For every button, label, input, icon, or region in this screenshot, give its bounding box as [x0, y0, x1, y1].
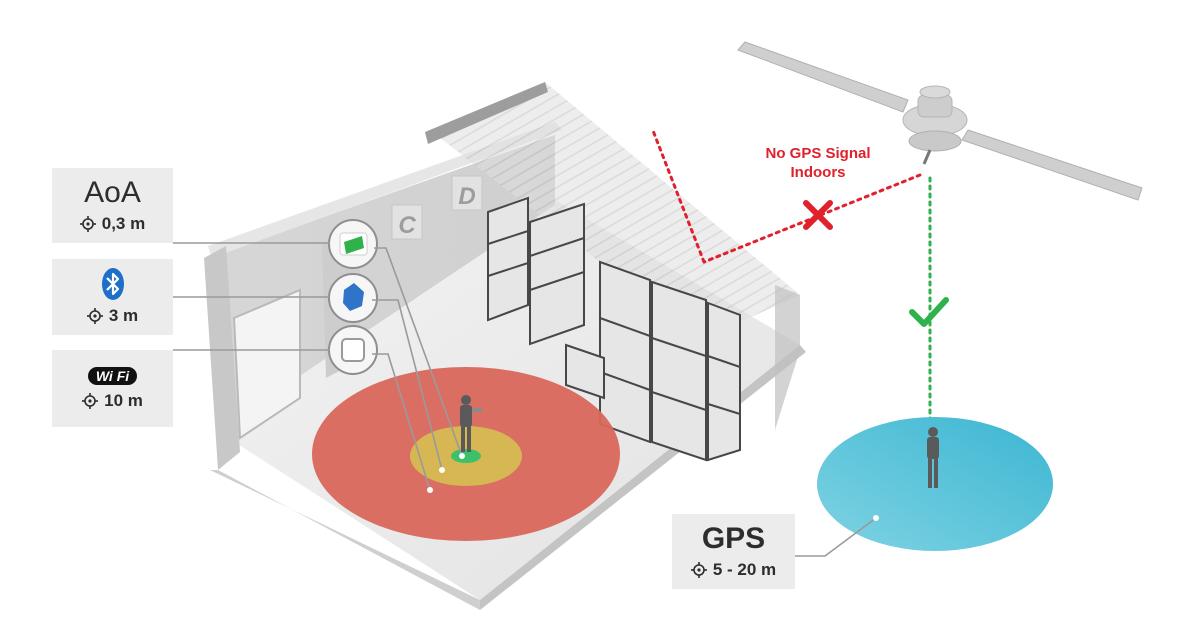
target-crosshair-icon [79, 215, 96, 232]
solar-panel-left [737, 41, 909, 113]
accuracy-value: 0,3 m [101, 213, 146, 233]
gps-satellite [737, 41, 1143, 201]
solar-panel-right [961, 129, 1143, 201]
door-opening [232, 288, 301, 440]
wall-letter-c: C [398, 212, 416, 239]
storage-racks [487, 196, 741, 462]
accuracy-row: 10 m [82, 391, 143, 411]
target-crosshair-icon [690, 561, 707, 578]
right-wall [775, 285, 800, 430]
method-title: GPS [701, 521, 766, 555]
glass-roof [430, 82, 800, 340]
no-signal-cross-icon [803, 200, 833, 230]
front-wall [204, 246, 240, 470]
signal-ok-check-icon [909, 297, 949, 327]
warning-line-2: Indoors [790, 164, 846, 181]
target-crosshair-icon [82, 392, 99, 409]
bluetooth-beacon [328, 273, 378, 323]
warehouse-building: C D [173, 82, 806, 610]
no-gps-warning: No GPS Signal Indoors [728, 144, 908, 182]
connector-lines [173, 242, 465, 493]
wifi-icon: Wi Fi [87, 366, 138, 385]
wall-sign-d: D [451, 175, 483, 211]
bluetooth-icon [101, 268, 124, 300]
worker-indoor [460, 395, 482, 452]
worker-outdoor [927, 427, 939, 488]
accuracy-value: 5 - 20 m [712, 559, 777, 579]
wall-sign-c: C [391, 204, 423, 240]
warning-line-1: No GPS Signal [765, 145, 871, 162]
accuracy-row: 5 - 20 m [690, 559, 777, 580]
accuracy-row: 3 m [86, 306, 139, 326]
target-crosshair-icon [86, 308, 103, 324]
roof-ridge [425, 82, 548, 144]
aoa-accuracy-zone [451, 449, 481, 463]
wifi-method-panel: Wi Fi 10 m [52, 350, 173, 427]
aoa-method-panel: AoA 0,3 m [52, 168, 173, 243]
wall-letter-d: D [458, 183, 475, 210]
method-title: AoA [84, 175, 141, 209]
aoa-sensor [328, 219, 378, 269]
gps-method-panel: GPS 5 - 20 m [672, 514, 795, 589]
accuracy-value: 10 m [104, 390, 143, 410]
gps-connector-line [795, 517, 877, 557]
wifi-access-point [328, 325, 378, 375]
bluetooth-method-panel: 3 m [52, 259, 173, 335]
accuracy-row: 0,3 m [79, 213, 146, 234]
accuracy-value: 3 m [108, 306, 139, 325]
